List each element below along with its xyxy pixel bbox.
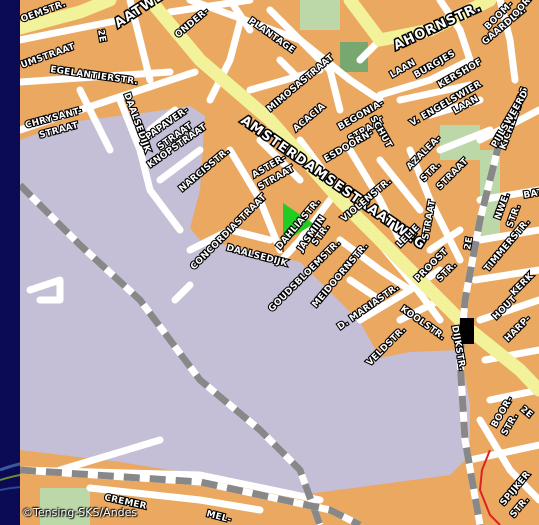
park-area [40,488,90,525]
minor-roads [20,0,539,514]
street-label: BAT [523,188,539,201]
main-roads [20,0,539,397]
triangle-location-marker-icon[interactable] [283,203,314,242]
copyright-notice: ©Tensing-SKS/Andes [22,506,138,519]
railways [20,139,504,525]
route-line [478,449,501,525]
street-label: 2E [463,236,475,250]
canal-water [20,106,470,495]
park-area [300,0,340,30]
bridge [460,318,474,344]
street-map[interactable]: OEMSTR. UMSTRAAT AATWEG ONDER- PLANTAGE … [20,0,539,525]
street-label: 2E [95,29,107,43]
